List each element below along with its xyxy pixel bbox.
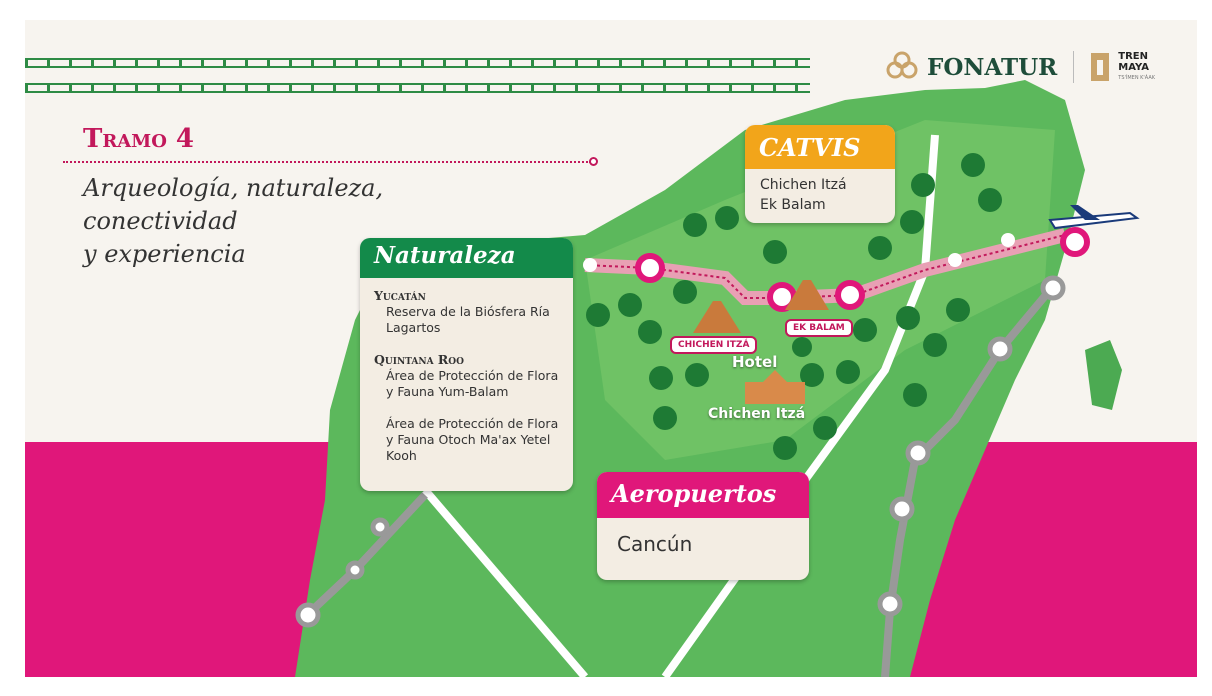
fonatur-logo: FONATUR — [927, 53, 1058, 81]
logos: FONATUR TREN MAYA TS'ÍMEN K'ÁAK — [885, 50, 1155, 84]
decorative-stripe — [25, 58, 810, 68]
list-item: Área de Protección de Flora y Fauna Otoc… — [386, 416, 559, 463]
catvis-card: CATVIS Chichen Itzá Ek Balam — [745, 125, 895, 223]
hotel-name-label: Chichen Itzá — [708, 406, 806, 422]
ek-balam-tag: EK BALAM — [785, 319, 853, 337]
hotel-label: Hotel — [732, 353, 778, 371]
maya-text: MAYA — [1118, 61, 1150, 73]
list-item: Ek Balam — [760, 197, 826, 213]
state-quintana-roo: Quintana Roo — [374, 352, 464, 367]
naturaleza-card: Naturaleza Yucatán Reserva de la Biósfer… — [360, 238, 573, 491]
subtitle: Arqueología, naturaleza, conectividad y … — [83, 172, 463, 271]
tren-maya-logo: TREN MAYA TS'ÍMEN K'ÁAK — [1118, 51, 1155, 84]
logo-separator — [1073, 51, 1075, 83]
tren-maya-logo-icon — [1091, 53, 1110, 81]
slide: Tramo 4 Arqueología, naturaleza, conecti… — [25, 20, 1197, 677]
naturaleza-title: Naturaleza — [360, 238, 573, 278]
subtitle-line: conectividad — [83, 207, 238, 235]
list-item: Chichen Itzá — [760, 177, 847, 193]
state-yucatan: Yucatán — [374, 288, 426, 303]
subtitle-line: y experiencia — [83, 240, 246, 268]
section-title: Tramo 4 — [83, 124, 195, 154]
pyramid-icon — [693, 280, 829, 333]
tren-text: TREN — [1118, 50, 1148, 62]
chichen-itza-tag: CHICHEN ITZÁ — [670, 336, 758, 354]
list-item: Cancún — [617, 532, 693, 556]
yucatan-map — [295, 80, 1140, 677]
divider-end — [589, 157, 598, 166]
list-item: Reserva de la Biósfera Ría Lagartos — [386, 304, 550, 335]
aeropuertos-title: Aeropuertos — [597, 472, 809, 518]
aeropuertos-card: Aeropuertos Cancún — [597, 472, 809, 580]
airplane-icon — [1048, 205, 1140, 230]
decorative-stripe — [25, 83, 810, 93]
list-item: Área de Protección de Flora y Fauna Yum-… — [386, 368, 559, 399]
tren-maya-tagline: TS'ÍMEN K'ÁAK — [1118, 74, 1156, 81]
catvis-title: CATVIS — [745, 125, 895, 169]
subtitle-line: Arqueología, naturaleza, — [83, 174, 384, 202]
hotel-icon — [745, 370, 805, 404]
divider — [63, 161, 591, 163]
fonatur-logo-icon — [886, 51, 918, 79]
